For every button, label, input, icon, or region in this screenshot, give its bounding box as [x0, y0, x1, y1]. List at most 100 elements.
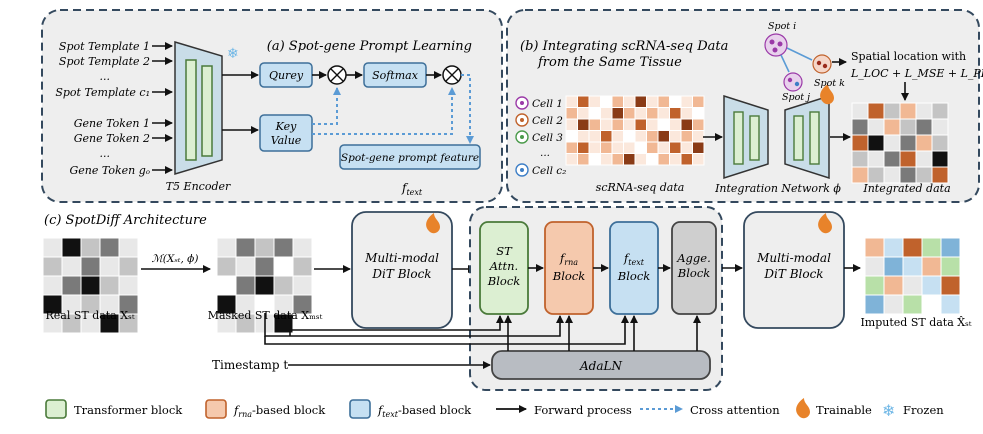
grid-cell — [292, 275, 313, 296]
ftext-block — [609, 221, 659, 315]
integration-layer-3 — [793, 115, 804, 161]
grid-cell — [118, 256, 139, 277]
grid-cell — [99, 256, 120, 277]
grid-cell — [669, 107, 682, 120]
panel-b-title-1: (b) Integrating scRNA-seq Data — [520, 39, 728, 54]
cell-1-label: Cell 1 — [532, 98, 563, 110]
ftext-block-line2: Block — [617, 269, 650, 283]
grid-cell — [851, 118, 869, 136]
grid-cell — [235, 256, 256, 277]
legend-cross: Cross attention — [690, 403, 780, 417]
panel-c-title: (c) SpotDiff Architecture — [44, 213, 207, 228]
cell-2-label: Cell 2 — [532, 115, 563, 127]
grid-cell — [883, 166, 901, 184]
adaln-label: AdaLN — [579, 359, 622, 373]
grid-cell — [588, 153, 601, 166]
integrated-data-grid — [851, 102, 949, 184]
cell-ellipsis: ... — [540, 147, 550, 159]
grid-cell — [867, 134, 885, 152]
grid-cell — [915, 102, 933, 120]
grid-cell — [657, 95, 670, 108]
grid-cell — [899, 166, 917, 184]
prompt-feature-block — [339, 144, 481, 170]
grid-cell — [680, 130, 693, 143]
st-attn-line1: ST — [496, 244, 513, 258]
grid-cell — [577, 130, 590, 143]
real-st-grid — [42, 237, 139, 334]
grid-cell — [883, 102, 901, 120]
grid-cell — [273, 275, 294, 296]
spot-i-icon — [764, 33, 788, 57]
gene-token-go: Gene Token gₒ — [69, 164, 150, 177]
grid-cell — [902, 294, 923, 315]
dit-block-2 — [743, 211, 845, 329]
grid-cell — [61, 237, 82, 258]
grid-cell — [915, 150, 933, 168]
grid-cell — [254, 256, 275, 277]
grid-cell — [118, 313, 139, 334]
grid-cell — [940, 237, 961, 258]
grid-cell — [216, 237, 237, 258]
grid-cell — [680, 141, 693, 154]
timestamp-label: Timestamp t — [212, 358, 288, 372]
legend-trainable-icon — [796, 398, 810, 419]
integration-encoder — [723, 94, 769, 180]
spot-j-icon — [783, 72, 803, 92]
legend-frozen-icon: ❄ — [882, 401, 895, 420]
grid-cell — [899, 150, 917, 168]
legend-trainable: Trainable — [816, 403, 872, 417]
scrna-heatmap — [565, 95, 705, 166]
grid-cell — [216, 275, 237, 296]
imputed-label: Imputed ST data X̂ₛₜ — [860, 316, 971, 329]
grid-cell — [915, 134, 933, 152]
imputed-st-grid — [864, 237, 961, 315]
dit-block-1 — [351, 211, 453, 329]
grid-cell — [273, 256, 294, 277]
agge-block-line2: Block — [677, 266, 710, 280]
grid-cell — [99, 237, 120, 258]
grid-cell — [565, 153, 578, 166]
grid-cell — [235, 237, 256, 258]
grid-cell — [623, 141, 636, 154]
grid-cell — [600, 107, 613, 120]
grid-cell — [692, 95, 705, 108]
grid-cell — [577, 95, 590, 108]
grid-cell — [600, 95, 613, 108]
grid-cell — [611, 130, 624, 143]
frna-block — [544, 221, 594, 315]
scrna-label: scRNA-seq data — [596, 181, 685, 194]
grid-cell — [634, 95, 647, 108]
trainable-icon-dit-1 — [426, 213, 440, 234]
grid-cell — [577, 118, 590, 131]
grid-cell — [623, 107, 636, 120]
grid-cell — [657, 141, 670, 154]
integration-decoder — [784, 94, 830, 180]
grid-cell — [883, 134, 901, 152]
grid-cell — [623, 118, 636, 131]
grid-cell — [883, 237, 904, 258]
legend-transformer-swatch — [45, 399, 67, 419]
t5-encoder-label: T5 Encoder — [166, 180, 231, 193]
legend-frna-swatch — [205, 399, 227, 419]
grid-cell — [902, 275, 923, 296]
gene-token-1: Gene Token 1 — [74, 117, 150, 130]
grid-cell — [883, 275, 904, 296]
grid-cell — [565, 130, 578, 143]
grid-cell — [80, 275, 101, 296]
grid-cell — [851, 166, 869, 184]
grid-cell — [634, 153, 647, 166]
legend-transformer: Transformer block — [74, 403, 183, 417]
grid-cell — [118, 275, 139, 296]
integration-layer-2 — [749, 115, 760, 161]
grid-cell — [851, 134, 869, 152]
grid-cell — [634, 130, 647, 143]
grid-cell — [623, 130, 636, 143]
prompt-feature-label: Spot-gene prompt feature — [341, 152, 479, 164]
grid-cell — [864, 275, 885, 296]
grid-cell — [565, 95, 578, 108]
grid-cell — [634, 141, 647, 154]
trainable-icon-dit-2 — [818, 213, 832, 234]
grid-cell — [899, 118, 917, 136]
grid-cell — [216, 256, 237, 277]
